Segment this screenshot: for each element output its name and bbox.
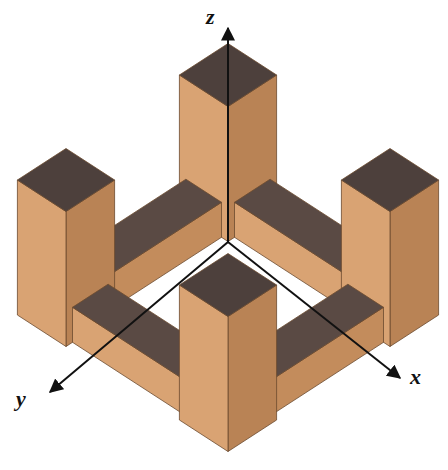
- y-axis: [50, 242, 228, 392]
- pillar-top: [17, 149, 114, 212]
- z-axis: [227, 28, 229, 242]
- pillar-top: [341, 149, 438, 212]
- axis-label: y: [16, 388, 26, 410]
- axis-label: x: [410, 366, 421, 388]
- x-axis: [228, 242, 400, 378]
- pillar-top: [179, 254, 276, 317]
- axis-label: z: [206, 6, 215, 28]
